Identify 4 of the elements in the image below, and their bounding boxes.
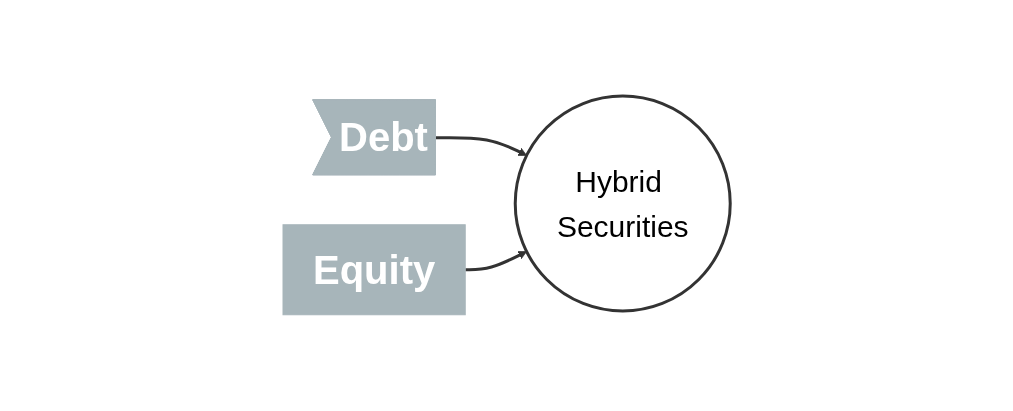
arrow: [435, 136, 527, 156]
node-circle: Hybrid Securities: [513, 94, 732, 313]
arrow: [465, 251, 527, 272]
node-box: Equity: [282, 224, 466, 316]
